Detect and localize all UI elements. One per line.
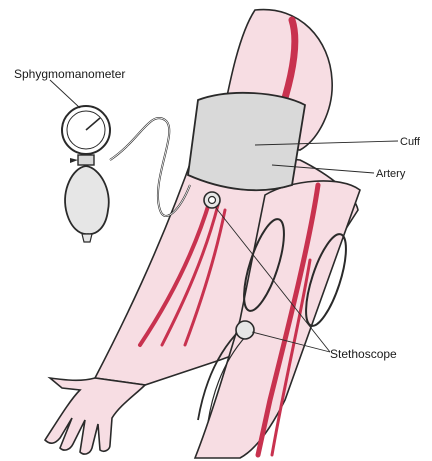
label-cuff: Cuff [400,137,420,148]
label-sphygmomanometer: Sphygmomanometer [14,68,125,80]
cuff [188,93,305,190]
inflation-bulb [65,166,109,234]
leader-sphygmomanometer [50,80,80,108]
stethoscope-bell [236,321,254,339]
label-artery: Artery [376,169,405,180]
inflation-bulb-nozzle [82,234,92,242]
valve [78,155,94,165]
valve-screw [70,158,78,163]
hand [45,378,145,454]
label-stethoscope: Stethoscope [330,348,397,360]
stethoscope-chestpiece-inner [209,197,216,204]
